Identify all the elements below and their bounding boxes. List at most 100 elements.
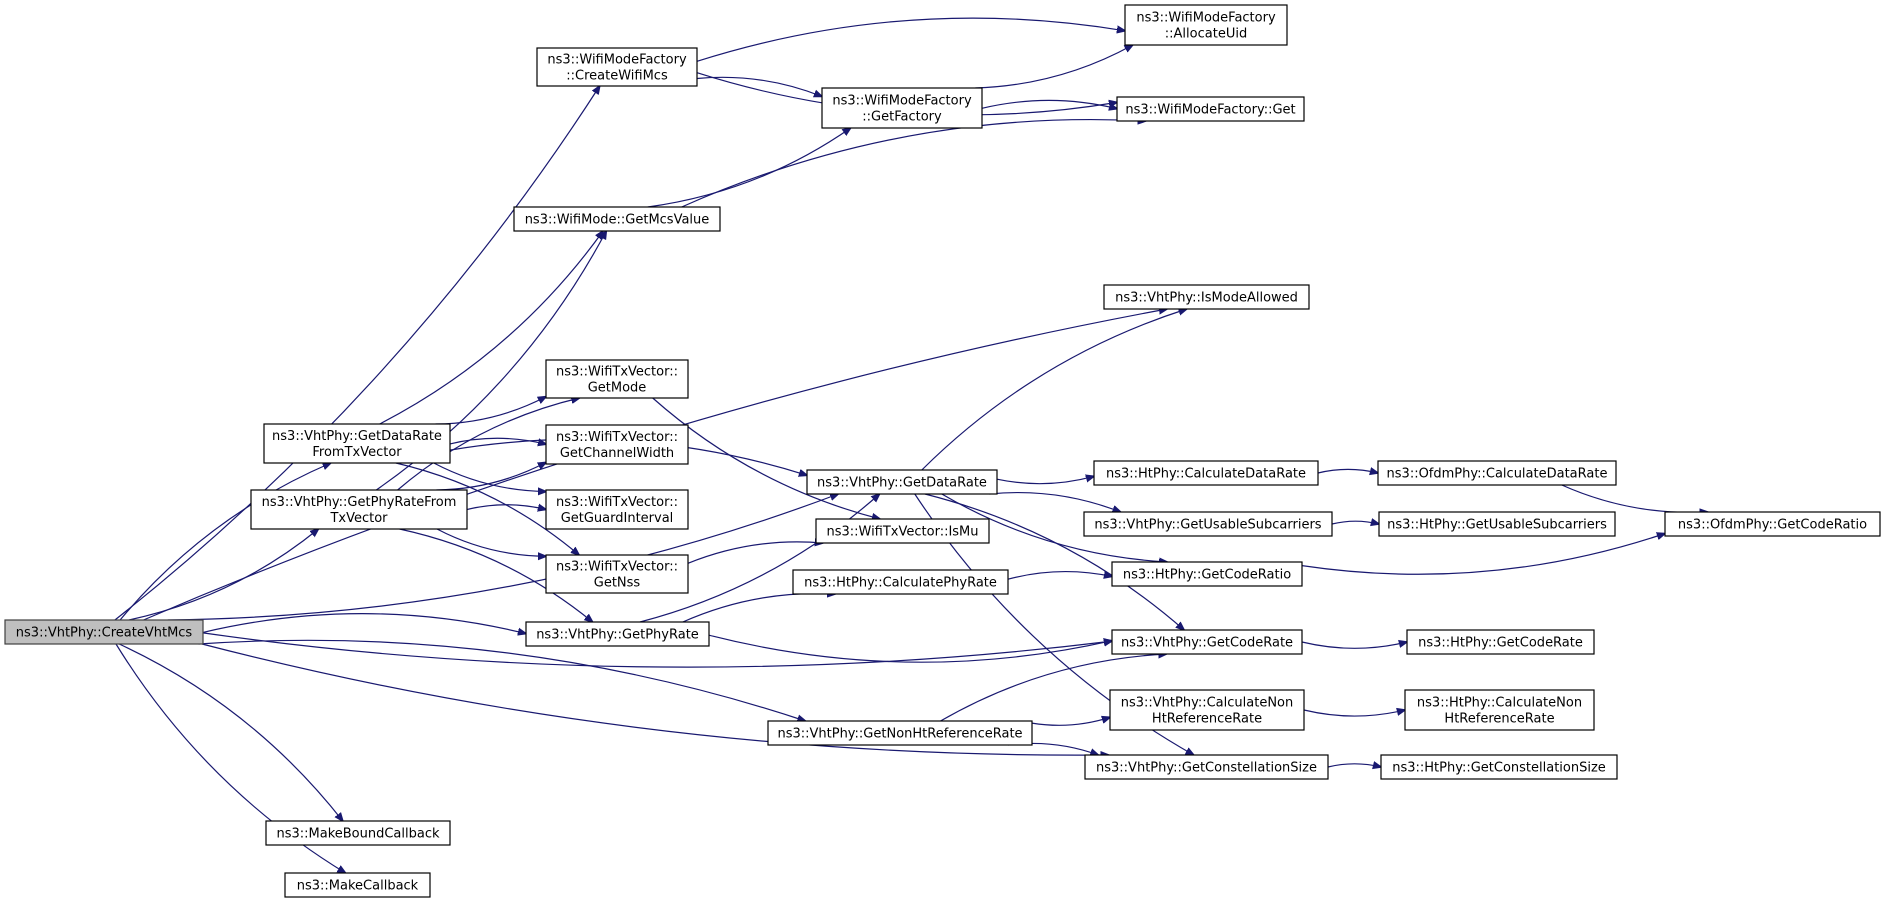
node-label-getChannelWidth-1: GetChannelWidth (560, 446, 674, 461)
node-label-getGuardInterval-0: ns3::WifiTxVector:: (556, 495, 678, 510)
node-box-ofdmCalculateDataRate (1377, 460, 1617, 486)
edge-getDataRateFromTxVector-to-getMode (435, 397, 546, 425)
node-createVhtMcs[interactable]: ns3::VhtPhy::CreateVhtMcs (4, 619, 204, 645)
node-isModeAllowed[interactable]: ns3::VhtPhy::IsModeAllowed (1103, 284, 1310, 310)
edge-getDataRate-to-isModeAllowed (921, 309, 1187, 471)
node-vhtGetCodeRate[interactable]: ns3::VhtPhy::GetCodeRate (1111, 629, 1303, 655)
edge-createVhtMcs-to-makeBoundCallback (118, 643, 343, 821)
edge-getDataRate-to-vhtGetUsableSubcarriers (989, 492, 1120, 512)
node-getChannelWidth[interactable]: ns3::WifiTxVector::GetChannelWidth (545, 424, 689, 465)
edge-getNonHtReferenceRate-to-vhtGetCodeRate (940, 654, 1167, 722)
node-factoryGet[interactable]: ns3::WifiModeFactory::Get (1116, 96, 1305, 122)
node-label-getPhyRateFromTxVector-0: ns3::VhtPhy::GetPhyRateFrom (262, 495, 457, 510)
node-label-allocateUid-0: ns3::WifiModeFactory (1136, 11, 1276, 26)
edge-createVhtMcs-to-getNonHtReferenceRate (198, 639, 806, 721)
edge-createVhtMcs-to-vhtGetConstellationSize (201, 643, 1109, 755)
node-label-vhtGetConstellationSize-0: ns3::VhtPhy::GetConstellationSize (1096, 761, 1317, 776)
edge-createVhtMcs-to-getDataRateFromTxVector (119, 463, 331, 621)
node-htGetUsableSubcarriers[interactable]: ns3::HtPhy::GetUsableSubcarriers (1378, 511, 1616, 537)
node-htGetCodeRate[interactable]: ns3::HtPhy::GetCodeRate (1406, 629, 1595, 655)
node-label-getMode-1: GetMode (588, 381, 647, 396)
node-label-vhtGetUsableSubcarriers-0: ns3::VhtPhy::GetUsableSubcarriers (1094, 518, 1321, 533)
edge-getMode-to-isMu (652, 397, 880, 519)
node-getNss[interactable]: ns3::WifiTxVector::GetNss (545, 554, 689, 594)
node-box-ofdmGetCodeRatio (1664, 511, 1881, 537)
edge-getFactory-to-factoryGet (981, 99, 1117, 108)
node-label-getNss-1: GetNss (594, 576, 641, 591)
node-htGetCodeRatio[interactable]: ns3::HtPhy::GetCodeRatio (1111, 561, 1303, 587)
node-box-isModeAllowed (1103, 284, 1310, 310)
edge-vhtGetConstellationSize-to-htGetConstellationSize (1327, 764, 1381, 767)
edge-getNss-to-isMu (687, 542, 823, 564)
edge-createVhtMcs-to-getPhyRate (202, 613, 526, 634)
node-label-getNss-0: ns3::WifiTxVector:: (556, 560, 678, 575)
edge-createVhtMcs-to-getPhyRateFromTxVector (128, 529, 318, 621)
node-box-htGetCodeRate (1406, 629, 1595, 655)
node-vhtGetUsableSubcarriers[interactable]: ns3::VhtPhy::GetUsableSubcarriers (1083, 511, 1333, 537)
node-label-vhtCalculateNonHtReferenceRate-1: HtReferenceRate (1152, 712, 1262, 727)
edge-vhtGetUsableSubcarriers-to-htGetUsableSubcarriers (1331, 521, 1379, 524)
node-getFactory[interactable]: ns3::WifiModeFactory::GetFactory (821, 87, 983, 129)
edge-ofdmCalculateDataRate-to-ofdmGetCodeRatio (1561, 484, 1708, 512)
node-htCalculateDataRate[interactable]: ns3::HtPhy::CalculateDataRate (1093, 460, 1319, 486)
edge-getPhyRate-to-vhtGetCodeRate (708, 634, 1112, 663)
node-getDataRate[interactable]: ns3::VhtPhy::GetDataRate (806, 469, 998, 495)
node-label-getPhyRate-0: ns3::VhtPhy::GetPhyRate (536, 628, 699, 643)
node-label-getMcsValue-0: ns3::WifiMode::GetMcsValue (525, 213, 710, 228)
node-getPhyRate[interactable]: ns3::VhtPhy::GetPhyRate (525, 621, 710, 647)
node-label-getFactory-1: ::GetFactory (862, 110, 942, 125)
node-box-vhtCalculateNonHtReferenceRate (1109, 689, 1305, 731)
node-box-htGetConstellationSize (1380, 754, 1618, 780)
node-box-makeCallback (284, 872, 431, 898)
node-makeCallback[interactable]: ns3::MakeCallback (284, 872, 431, 898)
node-getGuardInterval[interactable]: ns3::WifiTxVector::GetGuardInterval (545, 489, 689, 530)
node-getMode[interactable]: ns3::WifiTxVector::GetMode (545, 359, 689, 399)
edge-htGetCodeRatio-to-ofdmGetCodeRatio (1301, 534, 1665, 575)
node-box-htCalculateDataRate (1093, 460, 1319, 486)
node-getNonHtReferenceRate[interactable]: ns3::VhtPhy::GetNonHtReferenceRate (767, 720, 1033, 746)
edge-vhtCalculateNonHtReferenceRate-to-htCalculateNonHtReferenceRate (1303, 710, 1405, 717)
node-label-vhtGetCodeRate-0: ns3::VhtPhy::GetCodeRate (1121, 636, 1293, 651)
edge-getNonHtReferenceRate-to-vhtCalculateNonHtReferenceRate (1031, 717, 1110, 726)
node-vhtGetConstellationSize[interactable]: ns3::VhtPhy::GetConstellationSize (1084, 754, 1329, 780)
edge-getPhyRateFromTxVector-to-getNss (436, 528, 546, 556)
node-allocateUid[interactable]: ns3::WifiModeFactory::AllocateUid (1124, 4, 1288, 46)
node-label-htCalculatePhyRate-0: ns3::HtPhy::CalculatePhyRate (804, 576, 997, 591)
node-ofdmGetCodeRatio[interactable]: ns3::OfdmPhy::GetCodeRatio (1664, 511, 1881, 537)
node-label-getFactory-0: ns3::WifiModeFactory (832, 94, 972, 109)
node-box-isMu (815, 518, 990, 544)
node-box-getFactory (821, 87, 983, 129)
node-ofdmCalculateDataRate[interactable]: ns3::OfdmPhy::CalculateDataRate (1377, 460, 1617, 486)
node-label-ofdmCalculateDataRate-0: ns3::OfdmPhy::CalculateDataRate (1387, 467, 1608, 482)
node-getMcsValue[interactable]: ns3::WifiMode::GetMcsValue (513, 206, 721, 232)
node-box-getMode (545, 359, 689, 399)
edge-createVhtMcs-to-createWifiMcs (114, 86, 600, 621)
node-htCalculatePhyRate[interactable]: ns3::HtPhy::CalculatePhyRate (792, 569, 1009, 595)
node-label-allocateUid-1: ::AllocateUid (1165, 27, 1247, 42)
node-box-createWifiMcs (536, 47, 698, 87)
node-label-createVhtMcs-0: ns3::VhtPhy::CreateVhtMcs (16, 626, 193, 641)
edge-getPhyRateFromTxVector-to-getPhyRate (399, 528, 593, 622)
node-box-vhtGetCodeRate (1111, 629, 1303, 655)
node-box-getPhyRateFromTxVector (250, 489, 468, 530)
edge-getDataRate-to-htGetCodeRatio (941, 493, 1167, 562)
node-box-makeBoundCallback (265, 820, 451, 846)
node-label-isMu-0: ns3::WifiTxVector::IsMu (826, 525, 978, 540)
node-box-allocateUid (1124, 4, 1288, 46)
edge-createWifiMcs-to-getFactory (696, 76, 822, 96)
node-htGetConstellationSize[interactable]: ns3::HtPhy::GetConstellationSize (1380, 754, 1618, 780)
node-box-getGuardInterval (545, 489, 689, 530)
node-createWifiMcs[interactable]: ns3::WifiModeFactory::CreateWifiMcs (536, 47, 698, 87)
node-makeBoundCallback[interactable]: ns3::MakeBoundCallback (265, 820, 451, 846)
edge-getFactory-to-allocateUid (975, 45, 1132, 89)
node-label-isModeAllowed-0: ns3::VhtPhy::IsModeAllowed (1115, 291, 1298, 306)
node-label-getDataRateFromTxVector-0: ns3::VhtPhy::GetDataRate (272, 429, 442, 444)
edge-getPhyRateFromTxVector-to-getGuardInterval (466, 505, 546, 510)
node-isMu[interactable]: ns3::WifiTxVector::IsMu (815, 518, 990, 544)
node-label-htCalculateNonHtReferenceRate-0: ns3::HtPhy::CalculateNon (1417, 696, 1582, 711)
